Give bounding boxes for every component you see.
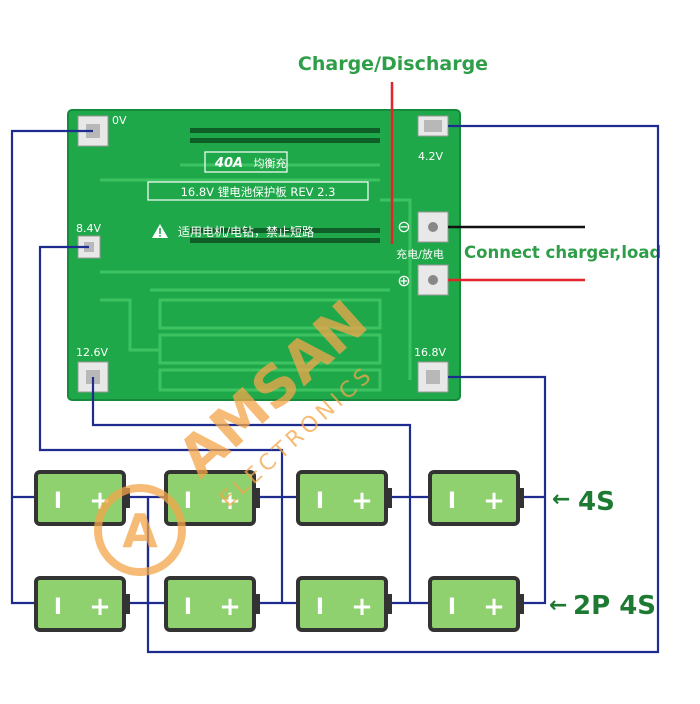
balance-wires xyxy=(10,124,660,654)
cell-minus: I xyxy=(448,489,456,514)
board-rating: 40A xyxy=(214,156,243,171)
rating-box xyxy=(204,151,288,173)
bms-board: 40A 均衡充 16.8V 锂电池保护板 REV 2.3 适用电机/电钻，禁止短… xyxy=(67,109,461,401)
cell-minus: I xyxy=(316,595,324,620)
model-box xyxy=(147,181,369,201)
pad-12.6v-label: 12.6V xyxy=(76,346,108,359)
cell-minus: I xyxy=(54,595,62,620)
cell-minus: I xyxy=(316,489,324,514)
cell-plus: + xyxy=(219,486,241,516)
pad-0v-label: 0V xyxy=(112,114,127,127)
pad-4.2v-label: 4.2V xyxy=(418,150,443,163)
cell-plus: + xyxy=(483,486,505,516)
series-arrow-icon: ← xyxy=(552,487,570,512)
pad-4.2v xyxy=(417,115,449,137)
battery-row-top: I + I + I + I + xyxy=(34,470,524,526)
battery-cell: I + xyxy=(428,576,524,632)
watermark-logo-letter: A xyxy=(122,504,158,558)
cell-minus: I xyxy=(184,489,192,514)
pcb-via-rows xyxy=(190,128,380,243)
battery-cell: I + xyxy=(34,576,130,632)
battery-cell: I + xyxy=(34,470,130,526)
cell-plus: + xyxy=(219,592,241,622)
cell-plus: + xyxy=(351,592,373,622)
cell-minus: I xyxy=(54,489,62,514)
series-label: 4S xyxy=(578,487,615,517)
cell-plus: + xyxy=(351,486,373,516)
charge-discharge-title: Charge/Discharge xyxy=(298,53,488,75)
board-warning: 适用电机/电钻，禁止短路 xyxy=(178,224,314,239)
cell-minus: I xyxy=(184,595,192,620)
pad-8.4v-label: 8.4V xyxy=(76,222,101,235)
warning-icon xyxy=(152,224,168,238)
output-pad-minus xyxy=(417,211,449,243)
parallel-arrow-icon: ← xyxy=(549,593,567,618)
pad-16.8v xyxy=(417,361,449,393)
port-label: 充电/放电 xyxy=(396,247,444,261)
battery-cell: I + xyxy=(428,470,524,526)
pcb-traces xyxy=(100,163,412,392)
parallel-label: 2P 4S xyxy=(573,591,656,621)
cell-plus: + xyxy=(483,592,505,622)
battery-cell: I + xyxy=(164,576,260,632)
watermark-logo-ring xyxy=(94,484,186,576)
minus-symbol: ⊖ xyxy=(397,217,410,236)
battery-cell: I + xyxy=(296,470,392,526)
board-balance-label: 均衡充 xyxy=(254,156,287,170)
board-model: 16.8V 锂电池保护板 REV 2.3 xyxy=(181,185,336,199)
battery-cell: I + xyxy=(296,576,392,632)
output-pad-plus xyxy=(417,264,449,296)
cell-minus: I xyxy=(448,595,456,620)
connect-label: Connect charger,load xyxy=(464,243,661,262)
pad-16.8v-label: 16.8V xyxy=(414,346,446,359)
plus-symbol: ⊕ xyxy=(397,271,410,290)
battery-row-bottom: I + I + I + I + xyxy=(34,576,524,632)
cell-plus: + xyxy=(89,592,111,622)
